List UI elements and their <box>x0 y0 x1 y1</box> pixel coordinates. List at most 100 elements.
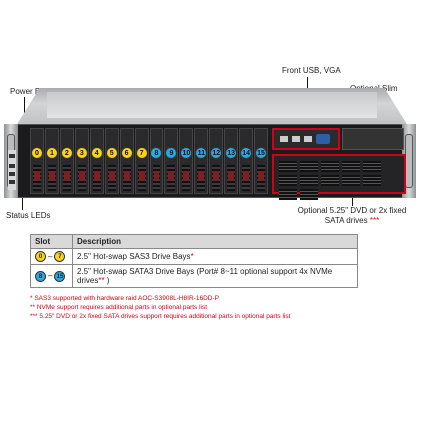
description-cell: 2.5" Hot-swap SATA3 Drive Bays (Port# 8~… <box>72 264 358 288</box>
led-icon <box>9 164 15 168</box>
table-header-row: Slot Description <box>30 234 358 249</box>
footnote-mark: ** <box>98 276 105 285</box>
drive-bay[interactable]: 4 <box>89 128 104 194</box>
slot-start-badge: 0 <box>35 251 46 262</box>
drive-bay-number: 13 <box>225 147 238 159</box>
drive-bay-number: 0 <box>30 147 43 159</box>
vent-slot <box>342 175 360 186</box>
power-button-icon[interactable] <box>9 154 15 158</box>
footnote-2: ** NVMe support requires additional part… <box>30 304 208 311</box>
footnote-3: *** 5.25" DVD or 2x fixed SATA drives su… <box>30 313 291 320</box>
drive-bay-number: 3 <box>75 147 88 159</box>
description-tail: ) <box>104 276 110 285</box>
drive-latch-icon[interactable] <box>258 171 264 181</box>
drive-bay-number: 2 <box>60 147 73 159</box>
vent-slot <box>300 189 318 200</box>
drive-bay-number: 9 <box>165 147 178 159</box>
drive-bay-number: 8 <box>150 147 163 159</box>
drive-bay[interactable]: 11 <box>194 128 209 194</box>
drive-latch-icon[interactable] <box>123 171 130 181</box>
drive-bay[interactable]: 6 <box>119 128 134 194</box>
led-icon <box>9 180 15 184</box>
vent-slot <box>321 175 339 186</box>
drive-latch-icon[interactable] <box>78 171 85 181</box>
drive-bay-number: 12 <box>210 147 223 159</box>
footnote-1: * SAS3 supported with hardware raid AOC-… <box>30 295 219 302</box>
drive-latch-icon[interactable] <box>228 171 235 181</box>
optional-525-line-2: SATA drives *** <box>288 216 416 226</box>
chassis-top <box>16 88 408 126</box>
drive-bay-number: 4 <box>90 147 103 159</box>
drive-bay[interactable]: 0 <box>30 128 44 194</box>
slot-start-badge: 8 <box>35 270 46 282</box>
drive-latch-icon[interactable] <box>153 171 160 181</box>
slot-range-dash: – <box>48 271 53 281</box>
drive-bay-number: 11 <box>195 147 208 159</box>
drive-latch-icon[interactable] <box>63 171 70 181</box>
drive-latch-icon[interactable] <box>213 171 220 181</box>
optional-525-mark: *** <box>369 216 380 225</box>
footnote-mark: * <box>190 252 194 261</box>
usb-port-icon <box>304 136 312 142</box>
vent-slot <box>279 161 297 172</box>
table-row: 0–7 2.5" Hot-swap SAS3 Drive Bays* <box>30 248 358 265</box>
slim-dvd-bay <box>342 128 404 150</box>
drive-bay[interactable]: 12 <box>209 128 224 194</box>
drive-bay-number: 15 <box>255 147 268 159</box>
optional-525-label: Optional 5.25" DVD or 2x fixed SATA driv… <box>288 206 416 226</box>
drive-bay[interactable]: 15 <box>254 128 268 194</box>
drive-latch-icon[interactable] <box>34 171 40 181</box>
drive-bay[interactable]: 10 <box>179 128 194 194</box>
drive-bay[interactable]: 9 <box>164 128 179 194</box>
optional-525-line-1: Optional 5.25" DVD or 2x fixed <box>297 206 407 215</box>
front-usb-vga-label: Front USB, VGA <box>282 66 341 75</box>
drive-bay-number: 7 <box>135 147 148 159</box>
drive-bay[interactable]: 14 <box>239 128 254 194</box>
vent-slot <box>279 175 297 186</box>
drive-latch-icon[interactable] <box>168 171 175 181</box>
vent-slot <box>342 161 360 172</box>
drive-latch-icon[interactable] <box>198 171 205 181</box>
chassis-lid <box>47 92 377 118</box>
drive-bay[interactable]: 5 <box>104 128 119 194</box>
front-usb-vga-box <box>272 128 340 150</box>
optional-525-text: SATA drives <box>324 216 368 225</box>
vent-slot <box>321 161 339 172</box>
vent-slot <box>363 161 381 172</box>
vent-slot <box>300 175 318 186</box>
slot-range-dash: – <box>48 251 53 261</box>
drive-latch-icon[interactable] <box>48 171 55 181</box>
drive-bay[interactable]: 7 <box>134 128 149 194</box>
drive-bay[interactable]: 2 <box>59 128 74 194</box>
drive-bay[interactable]: 1 <box>44 128 59 194</box>
drive-bay-number: 1 <box>45 147 58 159</box>
drive-latch-icon[interactable] <box>183 171 190 181</box>
drive-bay[interactable]: 3 <box>74 128 89 194</box>
description-header: Description <box>72 234 358 249</box>
description-text: 2.5" Hot-swap SATA3 Drive Bays (Port# 8~… <box>77 267 333 285</box>
drive-bay-number: 14 <box>240 147 253 159</box>
drive-latch-icon[interactable] <box>138 171 145 181</box>
right-handle <box>405 134 413 188</box>
slot-description-table: Slot Description 0–7 2.5" Hot-swap SAS3 … <box>30 234 358 288</box>
usb-port-icon <box>280 136 288 142</box>
drive-latch-icon[interactable] <box>243 171 250 181</box>
drive-bay-number: 10 <box>180 147 193 159</box>
vent-slot <box>363 175 381 186</box>
slot-header: Slot <box>30 234 73 249</box>
drive-bay[interactable]: 8 <box>149 128 164 194</box>
drive-latch-icon[interactable] <box>93 171 100 181</box>
description-cell: 2.5" Hot-swap SAS3 Drive Bays* <box>72 248 358 265</box>
vent-slot <box>279 189 297 200</box>
drive-bay[interactable]: 13 <box>224 128 239 194</box>
usb-port-icon <box>292 136 300 142</box>
drive-bay-number: 6 <box>120 147 133 159</box>
vent-slot <box>300 161 318 172</box>
slot-cell: 0–7 <box>30 248 73 265</box>
right-front-panel <box>272 128 406 200</box>
slot-end-badge: 7 <box>54 251 66 262</box>
drive-bay-number: 5 <box>105 147 118 159</box>
table-row: 8–15 2.5" Hot-swap SATA3 Drive Bays (Por… <box>30 264 358 288</box>
drive-latch-icon[interactable] <box>108 171 115 181</box>
